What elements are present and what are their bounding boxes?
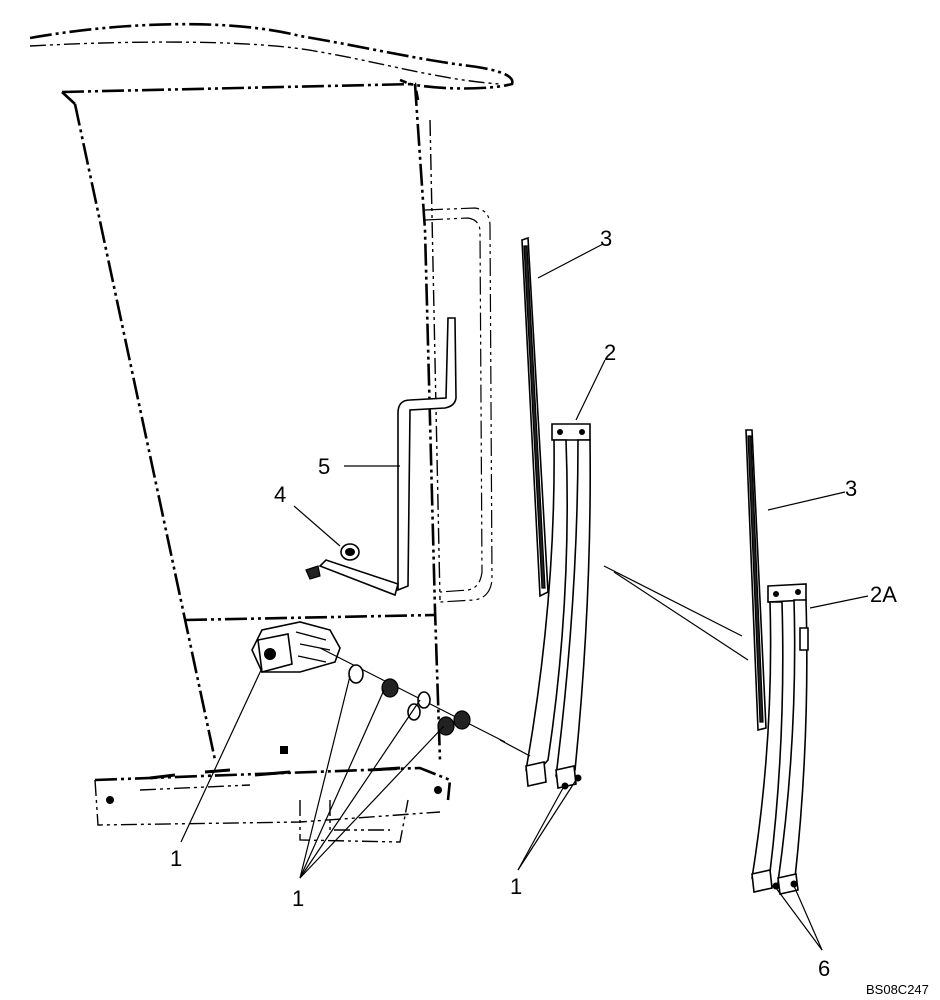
cab-phantom-outline: [29, 22, 514, 843]
wiper-arm-rear: [751, 583, 809, 895]
callout-2: 2: [604, 340, 616, 365]
callout-4: 4: [274, 482, 286, 507]
hose-clip: [305, 565, 321, 580]
callout-3-rear: 3: [845, 476, 857, 501]
wiper-blade-rear: [745, 429, 767, 732]
callout-1-hardware: 1: [292, 886, 304, 911]
callout-3-front: 3: [600, 226, 612, 251]
wiper-blade-front: [521, 236, 549, 598]
callout-5: 5: [318, 454, 330, 479]
callout-labels: 1 1 1 2 2A 3 3 4 5 6 BS08C247: [170, 226, 929, 997]
washer-hose: [318, 317, 457, 597]
callout-6: 6: [818, 956, 830, 981]
drawing-id: BS08C247: [866, 982, 929, 997]
callout-1-arm: 1: [510, 874, 522, 899]
alignment-lines: [603, 565, 749, 661]
wiper-motor: [251, 621, 506, 743]
callout-1-motor: 1: [170, 846, 182, 871]
callout-2a: 2A: [870, 582, 897, 607]
wiper-arm-front: [499, 423, 592, 790]
leader-lines: [180, 243, 869, 951]
shaft-hardware: [348, 664, 471, 736]
grommet: [340, 543, 360, 561]
